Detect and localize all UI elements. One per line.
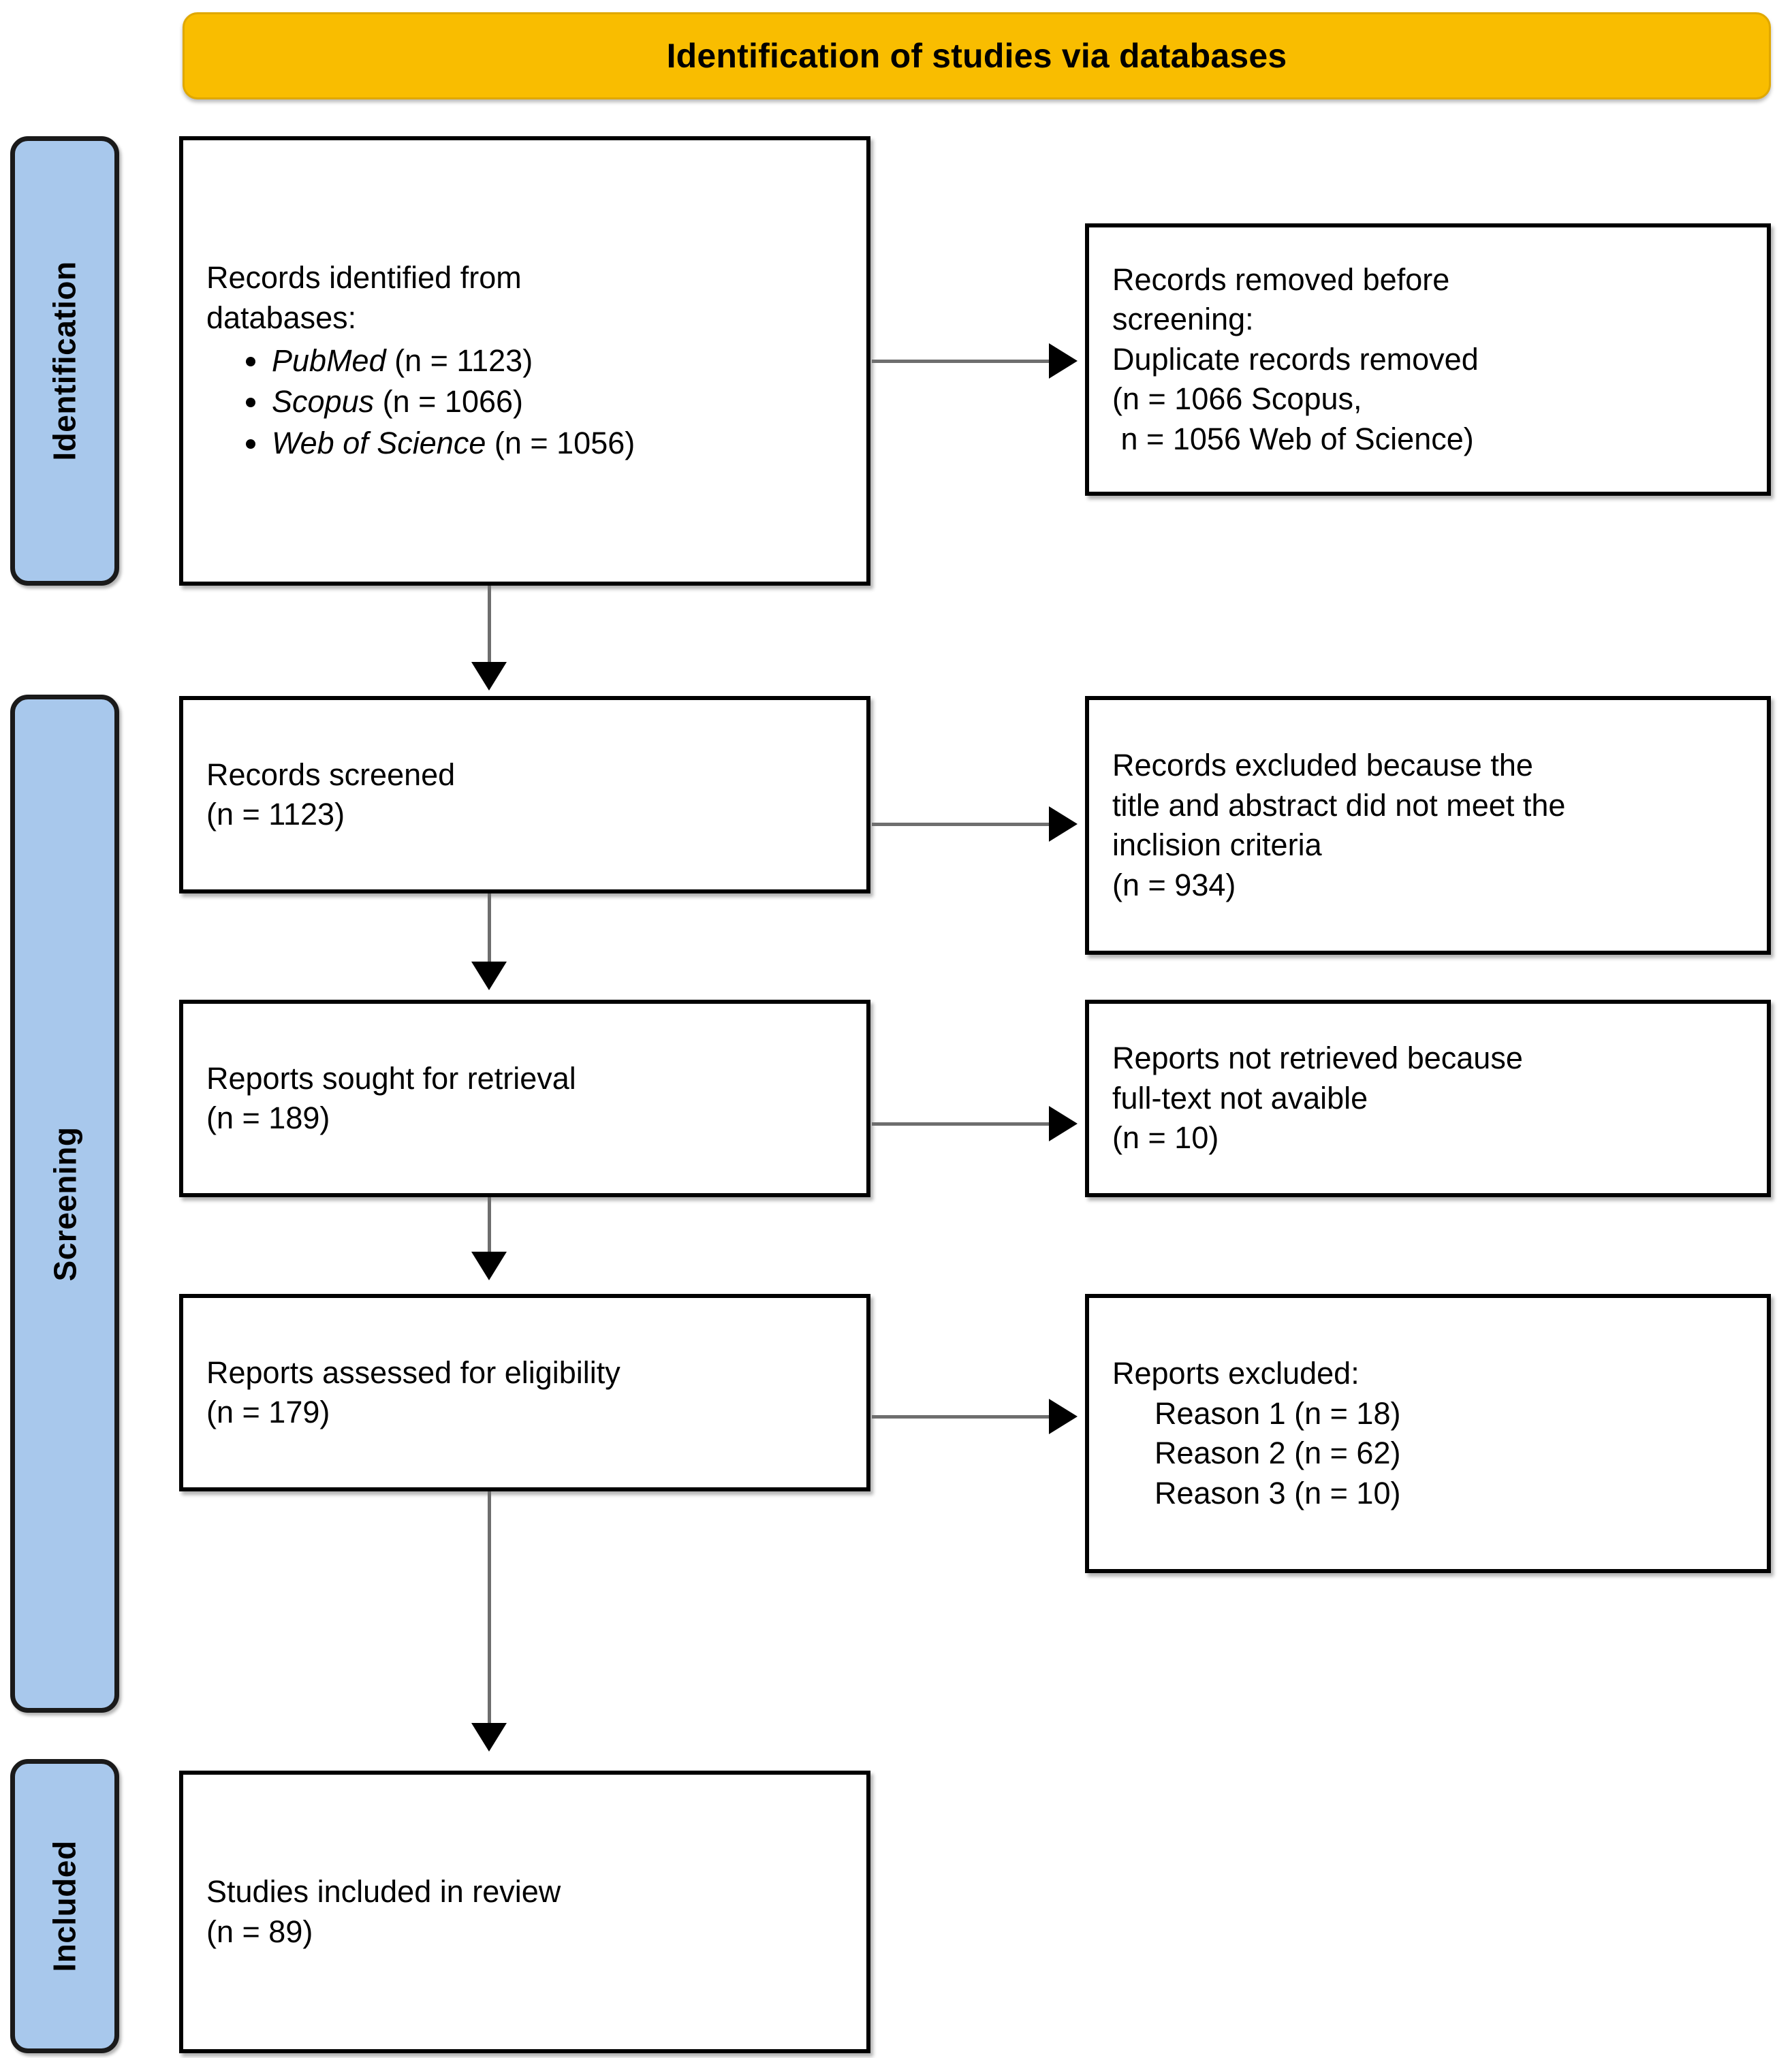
arrow-right-icon <box>1049 806 1078 842</box>
reports-sought-count: (n = 189) <box>206 1101 330 1135</box>
records-removed-line5: n = 1056 Web of Science) <box>1112 421 1474 456</box>
records-excluded-line1: Records excluded because the <box>1112 748 1533 782</box>
box-reports-sought-text: Reports sought for retrieval (n = 189) <box>183 1059 866 1139</box>
box-records-removed-text: Records removed before screening: Duplic… <box>1089 260 1767 460</box>
reports-assessed-line1: Reports assessed for eligibility <box>206 1355 620 1390</box>
diagram-header-banner: Identification of studies via databases <box>183 12 1771 99</box>
connector-screened-to-sought <box>488 893 491 975</box>
stage-tab-screening: Screening <box>10 695 119 1713</box>
box-reports-not-retrieved-text: Reports not retrieved because full-text … <box>1089 1039 1767 1158</box>
database-list-item: Web of Science (n = 1056) <box>246 423 843 464</box>
records-removed-line3: Duplicate records removed <box>1112 341 1479 377</box>
records-removed-line4: (n = 1066 Scopus, <box>1112 381 1362 417</box>
connector-screened-to-excluded <box>872 823 1050 826</box>
reports-excluded-reason-2: Reason 2 (n = 62) <box>1154 1436 1401 1470</box>
box-studies-included-text: Studies included in review (n = 89) <box>183 1872 866 1952</box>
box-records-identified: Records identified from databases: PubMe… <box>179 136 870 586</box>
box-records-screened-text: Records screened (n = 1123) <box>183 755 866 835</box>
studies-included-line1: Studies included in review <box>206 1874 561 1909</box>
connector-sought-to-not-retrieved <box>872 1122 1050 1126</box>
arrow-right-icon <box>1049 343 1078 379</box>
records-identified-line1: Records identified from <box>206 260 522 296</box>
arrow-down-icon <box>471 1252 507 1280</box>
records-identified-line2: databases: <box>206 300 357 335</box>
studies-included-count: (n = 89) <box>206 1914 313 1949</box>
database-name: Web of Science <box>272 425 486 460</box>
arrow-down-icon <box>471 1723 507 1752</box>
reports-not-retrieved-count: (n = 10) <box>1112 1120 1219 1156</box>
box-reports-assessed-text: Reports assessed for eligibility (n = 17… <box>183 1353 866 1433</box>
box-records-excluded: Records excluded because the title and a… <box>1085 696 1771 955</box>
records-screened-count: (n = 1123) <box>206 797 345 832</box>
arrow-right-icon <box>1049 1399 1078 1434</box>
stage-tab-screening-label: Screening <box>47 1126 83 1281</box>
reports-excluded-reason-1: Reason 1 (n = 18) <box>1154 1395 1401 1431</box>
box-reports-sought: Reports sought for retrieval (n = 189) <box>179 1000 870 1197</box>
reports-not-retrieved-line1: Reports not retrieved because <box>1112 1041 1523 1076</box>
database-name: Scopus <box>272 384 375 419</box>
database-list-item: Scopus (n = 1066) <box>246 381 843 422</box>
connector-identified-to-screened <box>488 586 491 681</box>
connector-identified-to-removed <box>872 360 1050 363</box>
records-excluded-line2: title and abstract did not meet the <box>1112 787 1566 823</box>
reports-not-retrieved-line2: full-text not avaible <box>1112 1080 1368 1115</box>
stage-tab-identification-label: Identification <box>47 261 83 461</box>
box-records-excluded-text: Records excluded because the title and a… <box>1089 746 1767 905</box>
records-removed-line1: Records removed before <box>1112 262 1450 297</box>
database-count: (n = 1066) <box>382 384 524 419</box>
records-excluded-line3: inclision criteria <box>1112 827 1322 862</box>
records-excluded-count: (n = 934) <box>1112 867 1236 902</box>
database-list-item: PubMed (n = 1123) <box>246 341 843 381</box>
arrow-down-icon <box>471 962 507 990</box>
banner-title: Identification of studies via databases <box>666 37 1287 75</box>
reports-assessed-count: (n = 179) <box>206 1395 330 1429</box>
records-screened-line1: Records screened <box>206 757 456 792</box>
box-reports-excluded-text: Reports excluded: Reason 1 (n = 18) Reas… <box>1089 1354 1767 1513</box>
records-removed-line2: screening: <box>1112 302 1254 337</box>
connector-assessed-to-included <box>488 1491 491 1737</box>
box-reports-assessed: Reports assessed for eligibility (n = 17… <box>179 1294 870 1491</box>
box-reports-not-retrieved: Reports not retrieved because full-text … <box>1085 1000 1771 1197</box>
stage-tab-identification: Identification <box>10 136 119 586</box>
database-count: (n = 1123) <box>394 343 533 379</box>
connector-sought-to-assessed <box>488 1197 491 1269</box>
stage-tab-included-label: Included <box>47 1840 82 1972</box>
connector-assessed-to-reports-excluded <box>872 1415 1050 1419</box>
box-records-screened: Records screened (n = 1123) <box>179 696 870 893</box>
reports-excluded-line1: Reports excluded: <box>1112 1356 1359 1391</box>
reports-excluded-reason-3: Reason 3 (n = 10) <box>1154 1475 1401 1510</box>
arrow-right-icon <box>1049 1106 1078 1141</box>
stage-tab-included: Included <box>10 1759 119 2053</box>
box-reports-excluded: Reports excluded: Reason 1 (n = 18) Reas… <box>1085 1294 1771 1573</box>
arrow-down-icon <box>471 662 507 691</box>
box-studies-included: Studies included in review (n = 89) <box>179 1771 870 2053</box>
box-records-identified-text: Records identified from databases: PubMe… <box>183 258 866 464</box>
reports-sought-line1: Reports sought for retrieval <box>206 1060 576 1096</box>
database-name: PubMed <box>272 343 386 379</box>
box-records-removed: Records removed before screening: Duplic… <box>1085 223 1771 496</box>
database-count: (n = 1056) <box>494 425 635 460</box>
database-list: PubMed (n = 1123) Scopus (n = 1066) Web … <box>206 341 843 464</box>
